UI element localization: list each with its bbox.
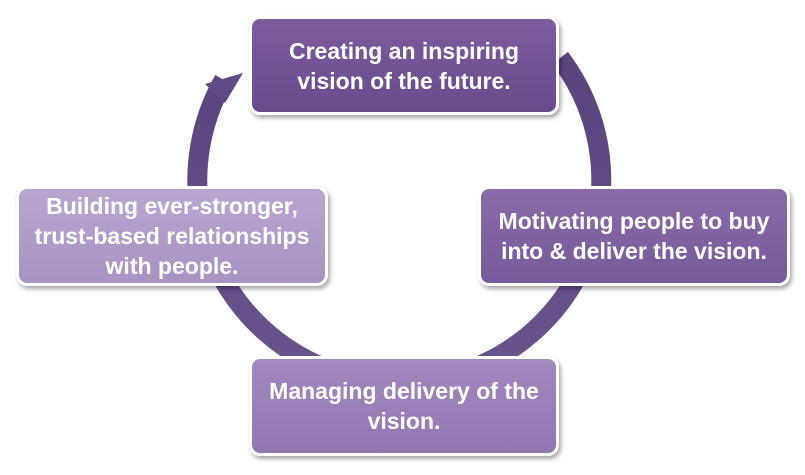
step-box-motivating: Motivating people to buy into & deliver … [478,186,790,286]
step-label-motivating: Motivating people to buy into & deliver … [498,208,770,264]
step-box-managing: Managing delivery of the vision. [249,356,559,456]
cycle-arrowhead-icon [205,73,243,103]
step-box-vision: Creating an inspiring vision of the futu… [249,16,559,115]
step-box-relationships: Building ever-stronger, trust-based rela… [16,186,328,286]
step-label-managing: Managing delivery of the vision. [269,378,539,434]
step-label-relationships: Building ever-stronger, trust-based rela… [34,193,310,279]
step-label-vision: Creating an inspiring vision of the futu… [288,37,520,94]
